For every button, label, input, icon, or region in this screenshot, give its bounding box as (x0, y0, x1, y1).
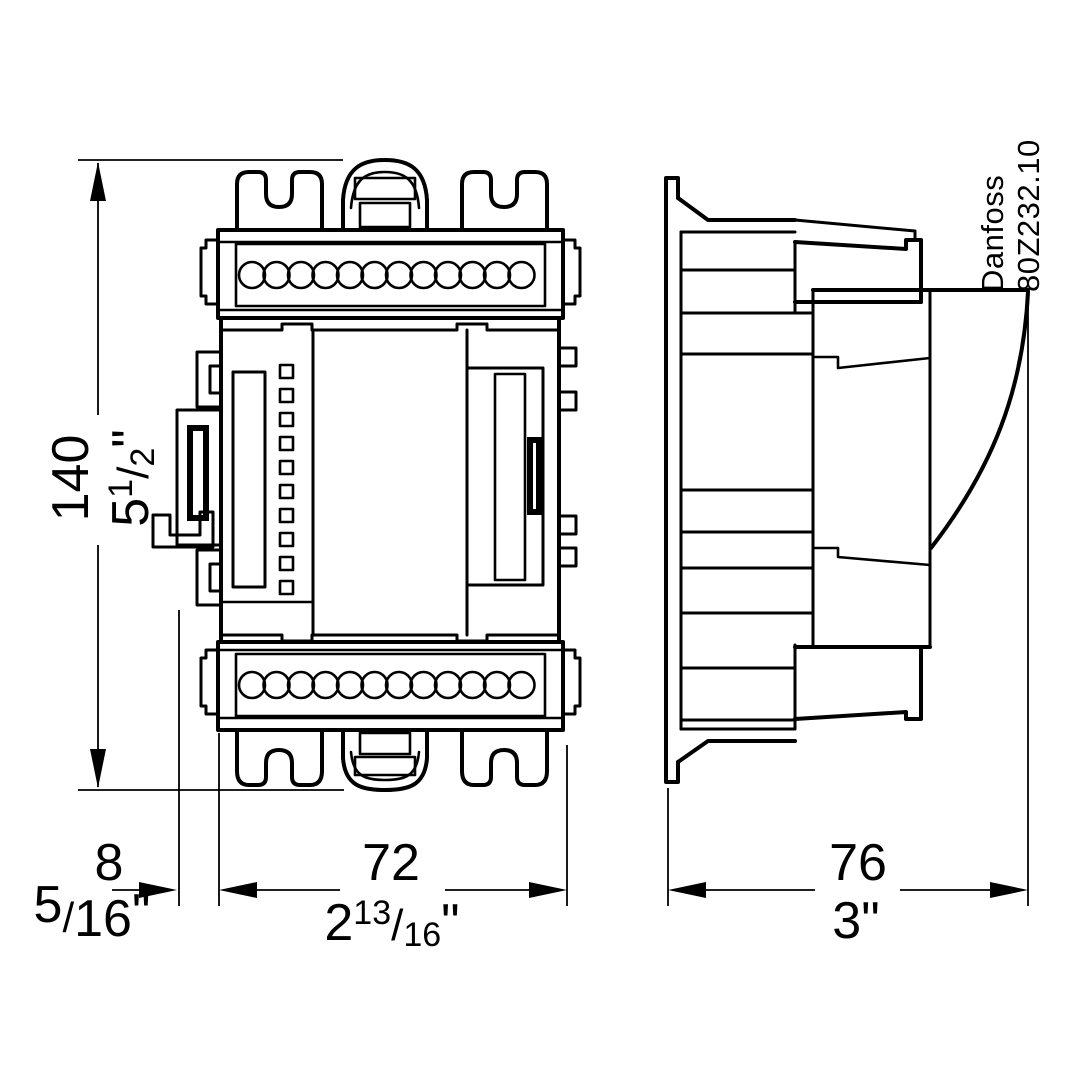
front-face-curve (929, 290, 1030, 550)
clip-slot (187, 425, 209, 521)
top-left-ear (235, 170, 324, 232)
clip-upper-hook (195, 350, 223, 409)
top-mounting-ears (235, 158, 549, 232)
clip-latch (151, 510, 215, 549)
top-right-ear (460, 170, 549, 232)
arrow-left (668, 882, 706, 898)
back-plate (664, 176, 797, 784)
right-internal-frame (465, 366, 545, 587)
upper-clip-lever (811, 355, 932, 370)
housing-profile (793, 288, 1030, 649)
dimension-depth: 76 3" (667, 292, 1029, 950)
top-terminal-block (199, 228, 582, 320)
front-view (151, 158, 582, 792)
bottom-terminal-block (199, 640, 582, 732)
bottom-terminal-cover (793, 643, 923, 731)
bottom-terminal-screws (237, 670, 536, 700)
width-inch-label: 213/16" (324, 894, 459, 954)
part-number: 80Z232.10 (1011, 139, 1046, 292)
clip-body (175, 408, 223, 547)
dimension-height: 140 51/2" (42, 159, 344, 791)
bottom-mounting-ears (235, 728, 549, 792)
right-clip-pin (527, 437, 542, 515)
module-body (219, 316, 578, 644)
terminal-stack-rows (679, 268, 815, 722)
height-mm-label: 140 (42, 435, 100, 522)
bottom-left-ear (235, 728, 324, 787)
bottom-terminal-left-tab (199, 648, 220, 716)
top-terminal-cover (793, 218, 923, 315)
depth-inch-label: 3" (832, 892, 879, 950)
brand-name: Danfoss (975, 175, 1010, 292)
clip-lower-hook (195, 548, 223, 607)
bottom-center-clamp (341, 728, 429, 792)
bottom-right-ear (460, 728, 549, 787)
side-view: Danfoss 80Z232.10 (664, 139, 1046, 784)
top-terminal-screws (237, 260, 536, 290)
arrow-right (990, 882, 1028, 898)
dimension-width: 72 213/16" (219, 745, 568, 954)
offset-inch-label: 5/16" (34, 876, 151, 948)
label-plate (231, 370, 267, 589)
clamp-window (353, 176, 417, 201)
top-terminal-right-tab (561, 238, 582, 306)
arrow-left (219, 882, 257, 898)
dimension-offset: 8 5/16" (34, 610, 220, 948)
clamp-slider (358, 201, 412, 229)
width-mm-label: 72 (362, 834, 420, 892)
height-inch-label: 51/2" (102, 429, 162, 526)
depth-mm-label: 76 (829, 834, 887, 892)
offset-mm-label: 8 (95, 834, 124, 892)
arrow-down (90, 749, 106, 788)
led-window-column (278, 363, 295, 596)
right-edge-tabs (557, 346, 578, 568)
clamp-window (353, 755, 417, 777)
top-terminal-left-tab (199, 238, 220, 306)
lower-clip-lever (811, 546, 932, 567)
arrow-right (529, 882, 567, 898)
din-rail-clip (151, 350, 223, 607)
top-center-clamp (341, 158, 429, 232)
clamp-slider (358, 731, 412, 756)
arrow-right (139, 882, 177, 898)
bottom-terminal-right-tab (561, 648, 582, 716)
arrow-up (90, 162, 106, 201)
